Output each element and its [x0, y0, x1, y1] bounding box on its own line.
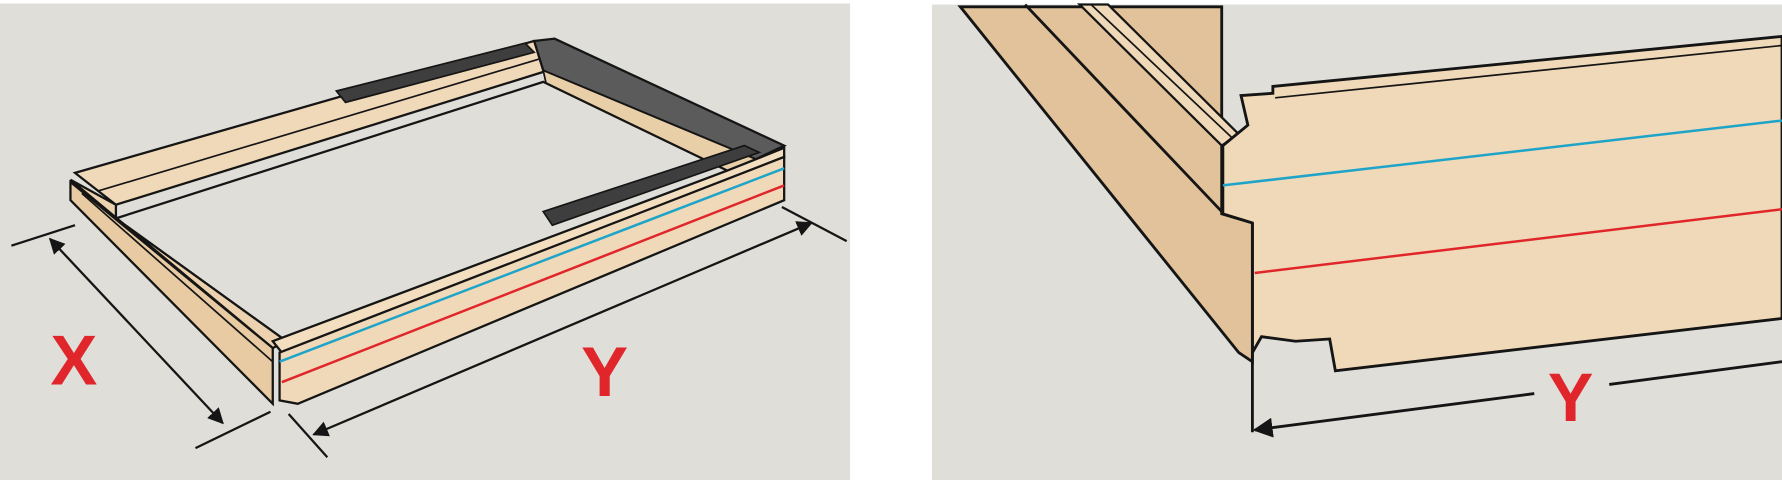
right-panel-detail: Y: [931, 3, 1782, 480]
y-dimension-arrow: [312, 221, 813, 437]
top-cover-profile: [334, 42, 536, 104]
y-dimension-arrow-left: [1252, 392, 1535, 438]
red-reference-line: [1254, 208, 1782, 275]
y-extension-line-right: [781, 206, 848, 243]
side-cover-profile: [541, 144, 762, 227]
side-piece-line: [1024, 3, 1223, 213]
left-panel-overview: X Y: [0, 3, 851, 480]
front-piece-face: [1221, 34, 1782, 373]
x-extension-line-bottom: [194, 410, 271, 450]
back-rail-groove: [97, 58, 539, 192]
side-piece-strip-line: [1090, 3, 1234, 140]
y-dimension-label: Y: [581, 332, 628, 411]
x-dimension-arrow: [48, 237, 224, 425]
blue-reference-line: [1222, 119, 1782, 187]
x-dimension-label: X: [50, 320, 97, 399]
front-piece-top-edge: [1275, 44, 1782, 99]
y-dimension-label-detail: Y: [1548, 360, 1593, 436]
x-extension-line-top: [11, 224, 76, 247]
y-extension-line-left: [287, 413, 329, 459]
y-dimension-line-right: [1609, 360, 1782, 386]
